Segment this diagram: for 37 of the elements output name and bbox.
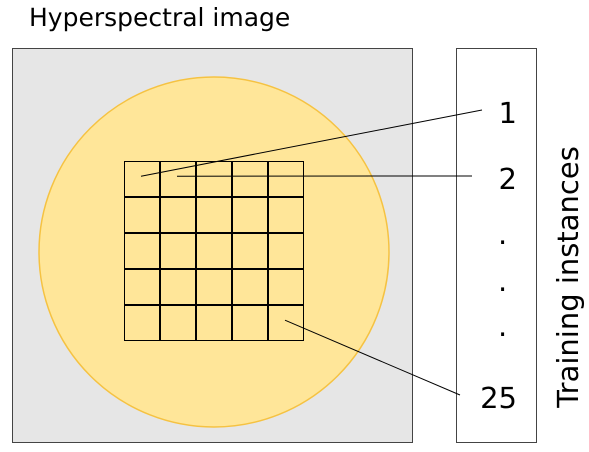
instance-number: 1 [487, 93, 517, 133]
grid-cell [160, 233, 196, 269]
grid-cell [124, 269, 160, 305]
grid-cell [268, 233, 304, 269]
grid-cell [196, 305, 232, 341]
grid-cell [196, 161, 232, 197]
grid-cell [268, 305, 304, 341]
grid-cell [232, 233, 268, 269]
grid-cell [268, 161, 304, 197]
grid-cell [268, 269, 304, 305]
grid-cell [232, 197, 268, 233]
leader-line [176, 176, 472, 177]
grid-cell [232, 269, 268, 305]
grid-cell [196, 197, 232, 233]
grid-cell [196, 269, 232, 305]
grid-cell [160, 269, 196, 305]
grid-cell [160, 161, 196, 197]
ellipsis-dot: . [498, 217, 508, 251]
grid-cell [124, 233, 160, 269]
ellipsis-dot: . [498, 309, 508, 343]
panel-title: Hyperspectral image [29, 3, 290, 32]
grid-cell [268, 197, 304, 233]
instance-number: 25 [465, 378, 517, 418]
grid-cell [124, 305, 160, 341]
grid-cell [124, 197, 160, 233]
grid-cell [232, 305, 268, 341]
leader-line [140, 110, 482, 177]
ellipsis-dot: . [498, 264, 508, 298]
instance-number: 2 [477, 159, 517, 199]
grid-cell [196, 233, 232, 269]
panel-title: Training instances [550, 146, 585, 408]
grid-cell [232, 161, 268, 197]
grid-cell [160, 305, 196, 341]
grid-cell [124, 161, 160, 197]
leader-line [284, 320, 460, 396]
circle-region [38, 76, 390, 428]
grid-cell [160, 197, 196, 233]
